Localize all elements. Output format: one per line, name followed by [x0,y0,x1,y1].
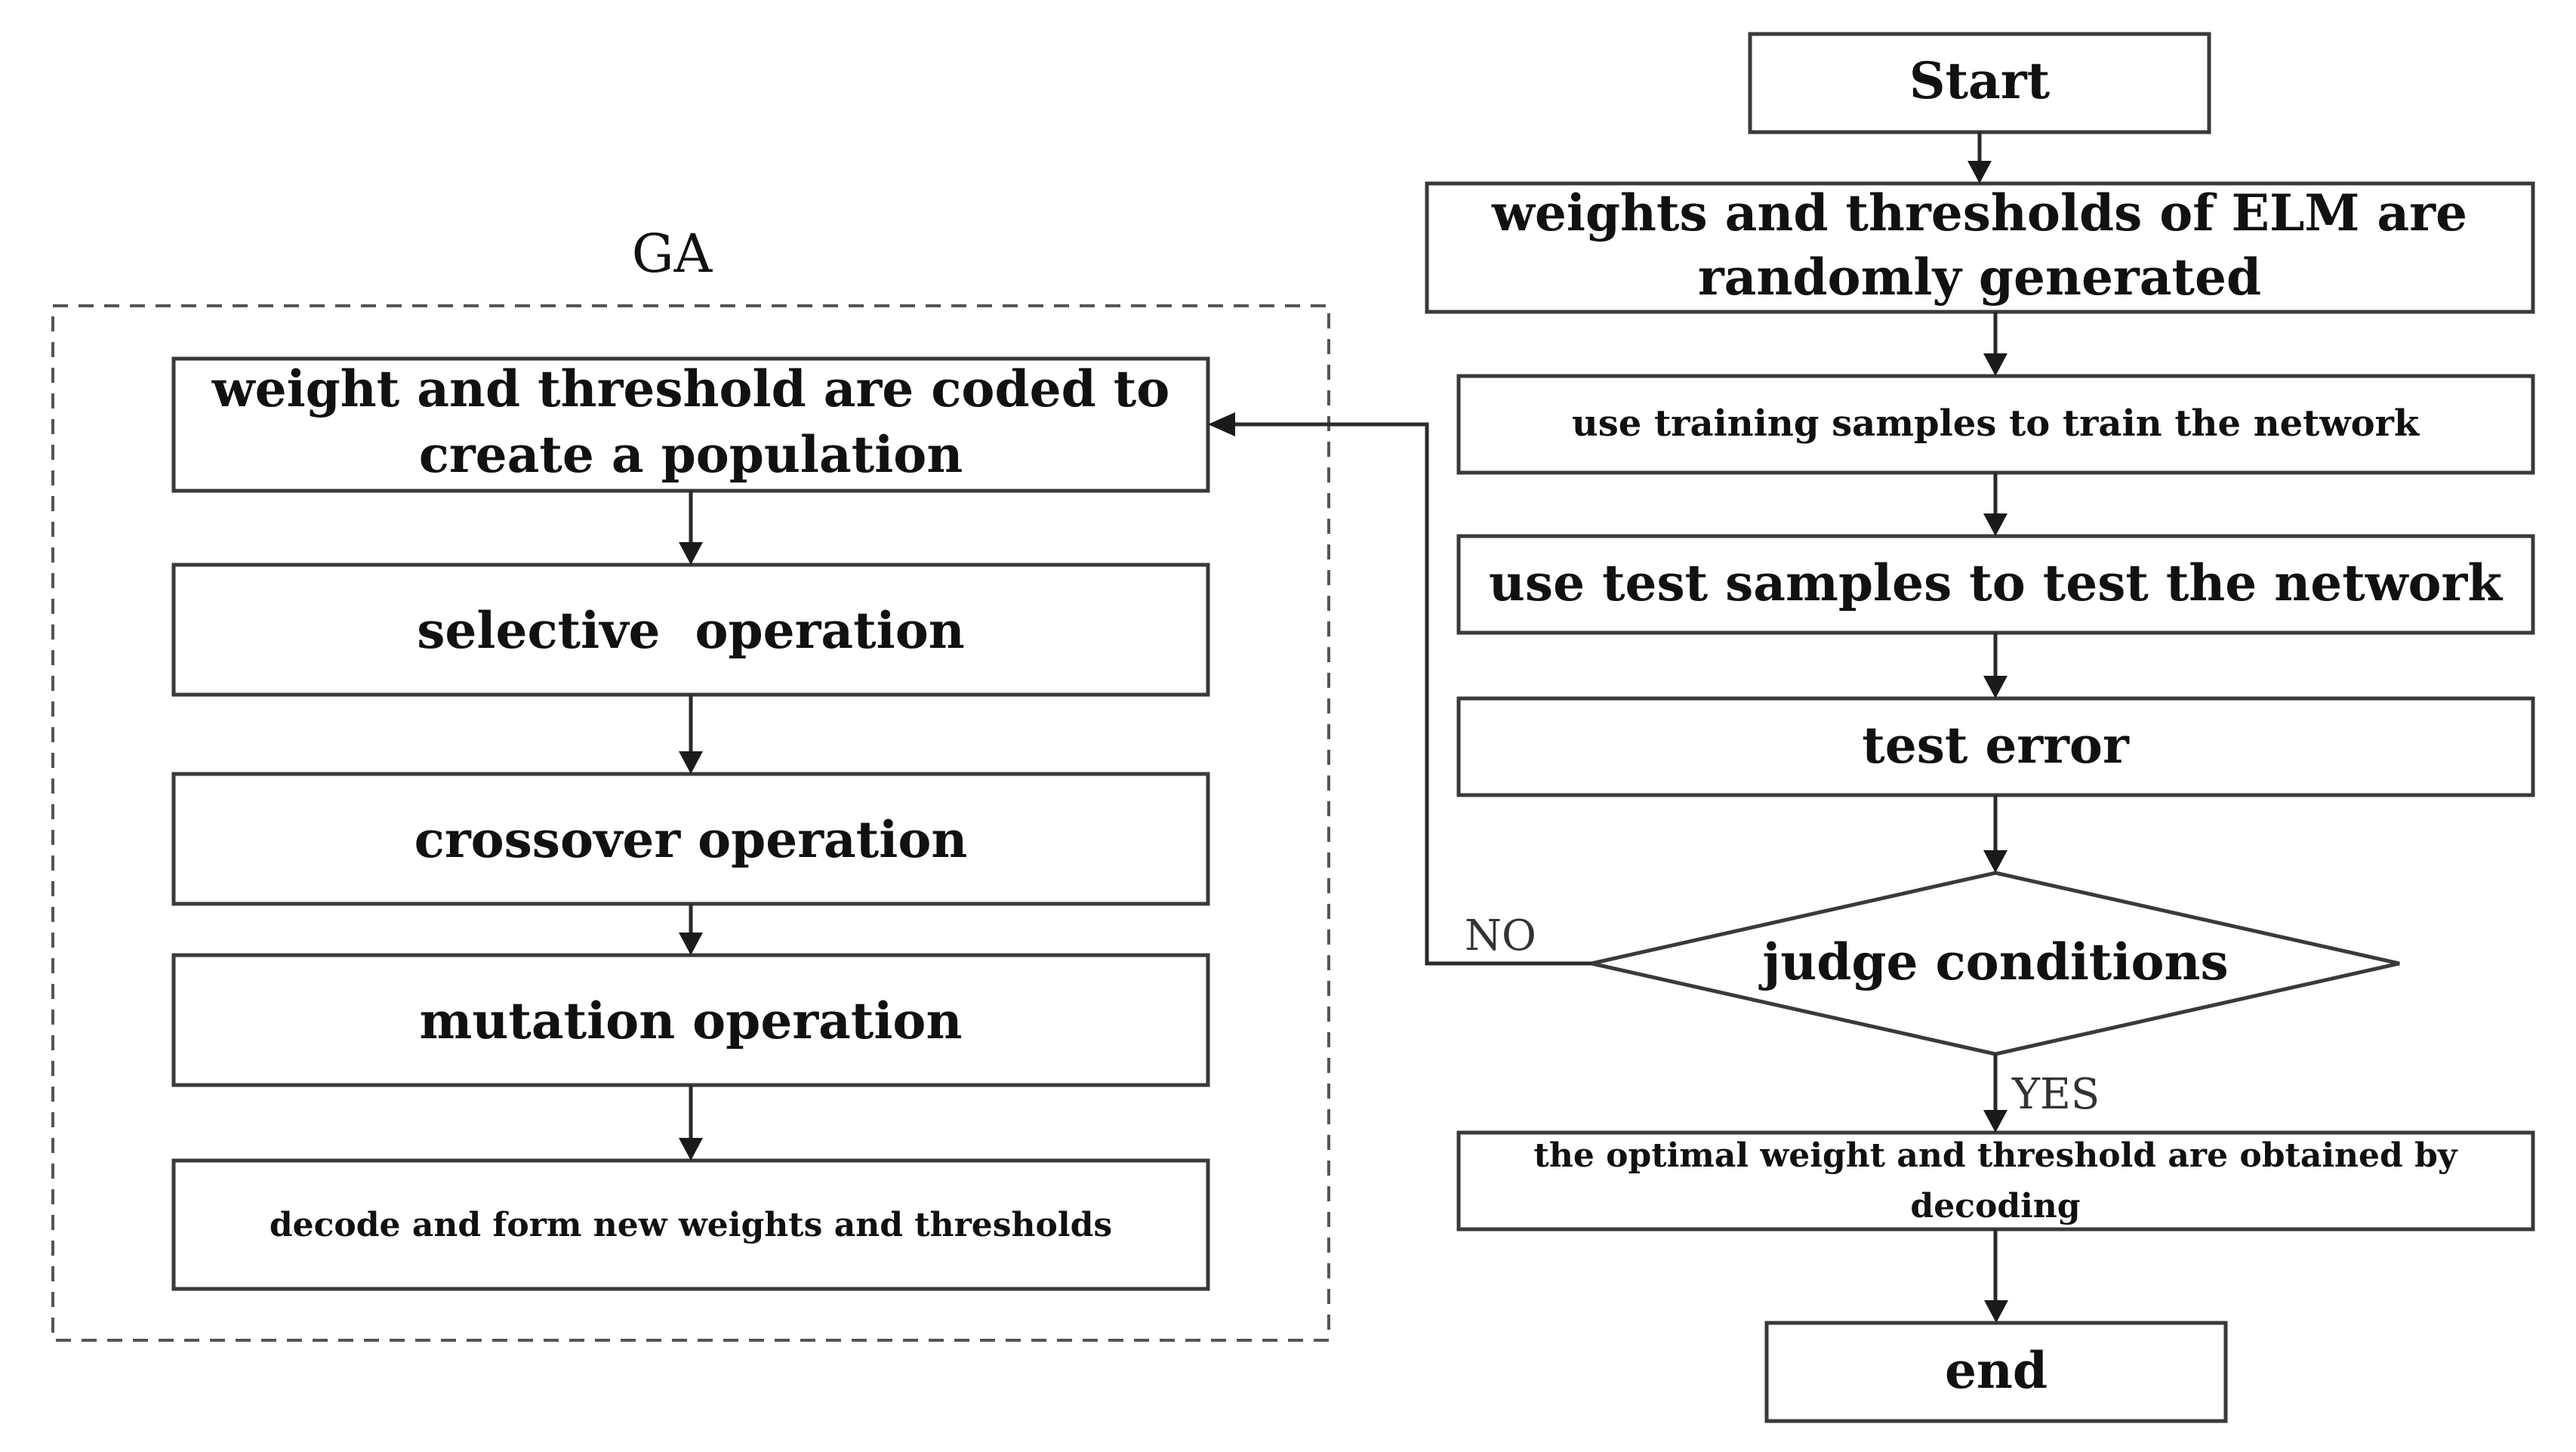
no-label: NO [1465,911,1536,960]
result-line2: decoding [1910,1187,2080,1225]
test-node: use test samples to test the network [1456,534,2535,635]
init-weights-node: weights and thresholds of ELM are random… [1425,181,2535,314]
train-node: use training samples to train the networ… [1456,374,2535,475]
ga-step-selection: selective operation [171,563,1210,697]
ga-step-encode-line1: weight and threshold are coded to [211,359,1169,418]
ga-step-encode-line2: create a population [419,425,963,484]
train-label: use training samples to train the networ… [1572,402,2420,445]
ga-step-decode: decode and form new weights and threshol… [171,1158,1210,1291]
main-connectors [1967,132,2008,1323]
start-node: Start [1748,32,2211,134]
start-label: Start [1909,51,2051,110]
judge-conditions-label: judge conditions [1758,933,2228,991]
test-error-node: test error [1456,696,2535,797]
end-node: end [1764,1321,2228,1423]
result-line1: the optimal weight and threshold are obt… [1534,1136,2458,1175]
ga-step-selection-label: selective operation [417,601,965,660]
yes-label: YES [2011,1070,2100,1119]
ga-step-mutation-label: mutation operation [420,991,963,1050]
ga-step-crossover-label: crossover operation [414,810,968,869]
ga-step-decode-label: decode and form new weights and threshol… [270,1206,1112,1244]
judge-conditions-node: judge conditions [1591,871,2400,1056]
test-error-label: test error [1862,716,2130,775]
ga-step-mutation: mutation operation [171,953,1210,1087]
test-label: use test samples to test the network [1489,553,2503,612]
init-weights-line1: weights and thresholds of ELM are [1491,183,2467,242]
ga-panel-title: GA [632,223,713,285]
ga-step-encode: weight and threshold are coded to create… [171,356,1210,493]
ga-step-crossover: crossover operation [171,772,1210,906]
ga-connectors [679,491,703,1161]
init-weights-line2: randomly generated [1698,248,2261,307]
end-label: end [1945,1341,2048,1400]
result-node: the optimal weight and threshold are obt… [1456,1130,2535,1232]
no-feedback-connector [1208,412,1592,966]
